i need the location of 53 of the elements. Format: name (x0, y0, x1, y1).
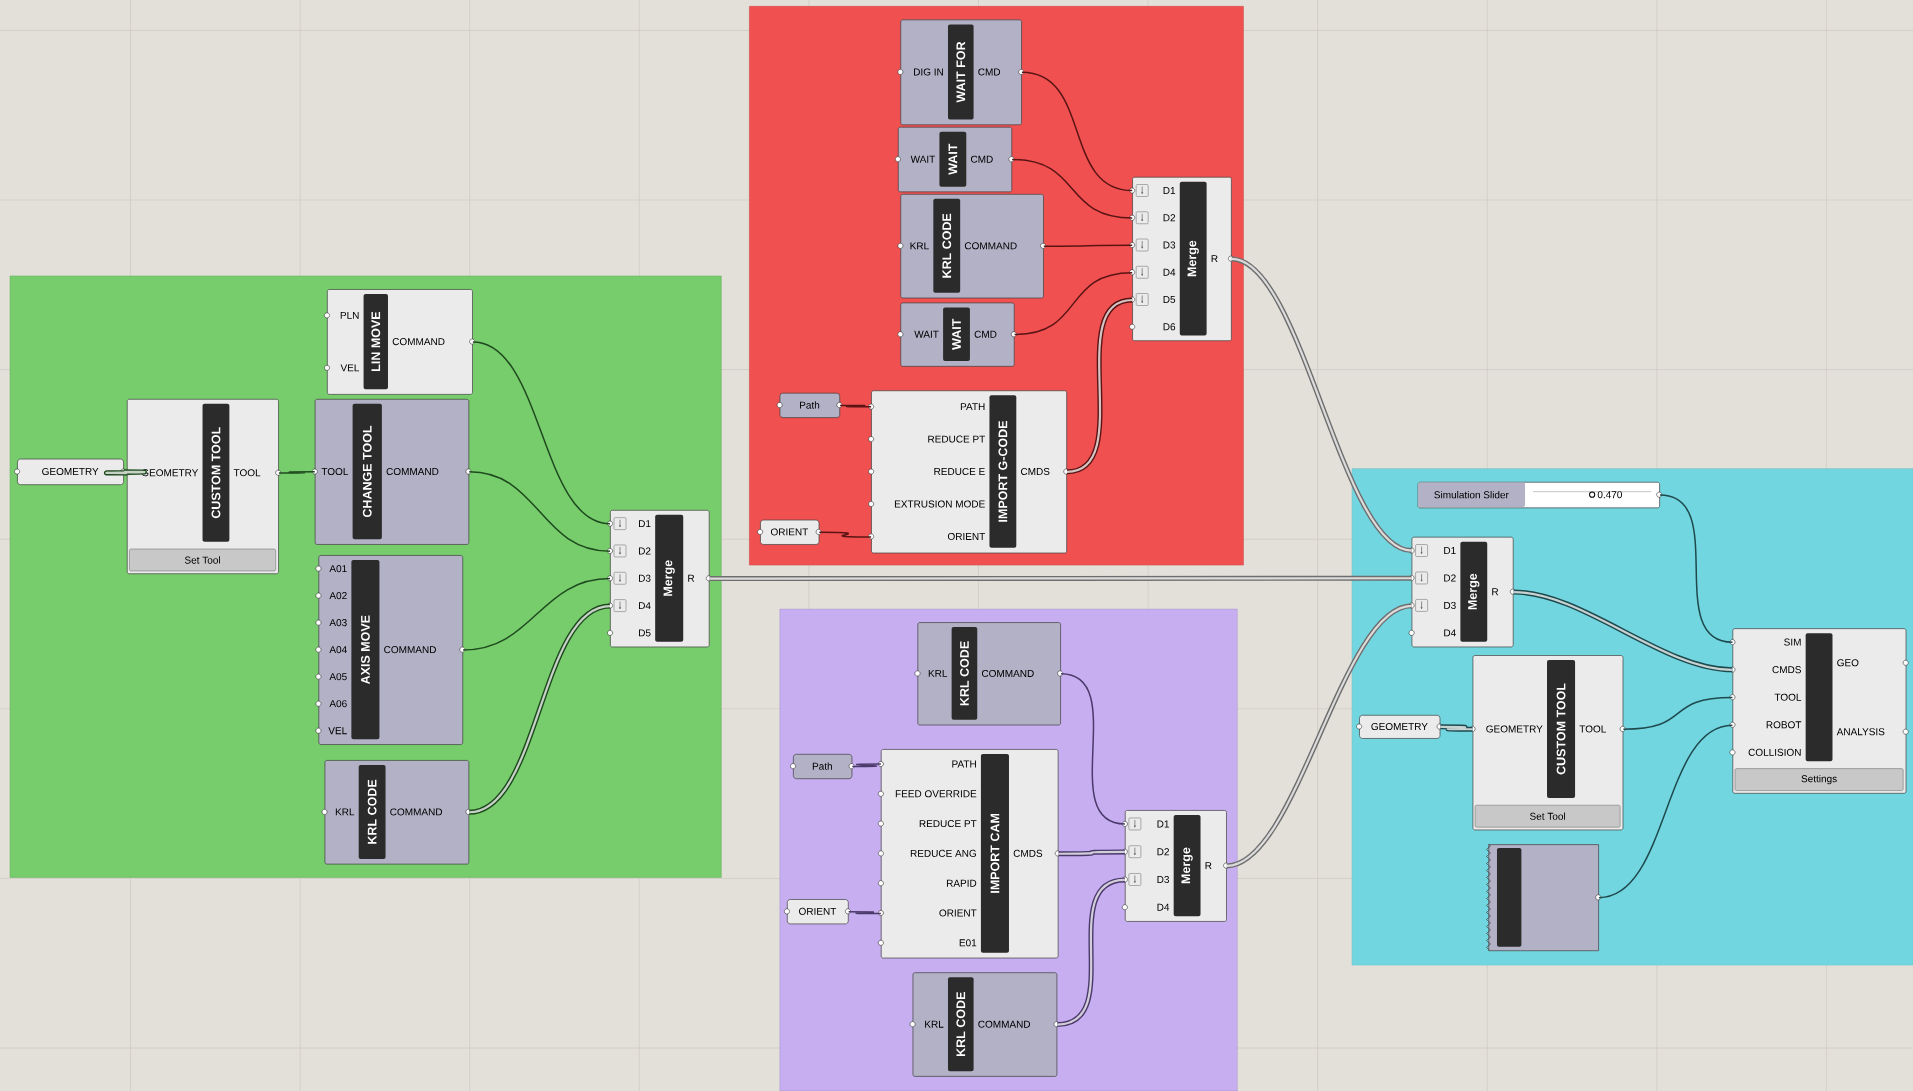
robot-component-box (1486, 843, 1602, 952)
wire (1598, 724, 1734, 899)
component-box: KRL CODE KRL COMMAND (909, 972, 1060, 1077)
wire (1058, 849, 1125, 857)
wire (1066, 297, 1133, 475)
component-box: AXIS MOVE A01 A02 A03 A04 A05 A06 VEL COMMAND (315, 555, 466, 745)
component-box: KRL CODE KRL COMMAND (321, 760, 472, 865)
component-box: IMPORT G-CODE PATH REDUCE PT REDUCE E EXTRUSION MODE ORIENT CMDS (868, 390, 1070, 554)
wire (1056, 877, 1126, 1027)
component-box: WAIT FOR DIG IN CMD (897, 19, 1025, 126)
wire (847, 910, 882, 915)
button: Set Tool (129, 548, 276, 572)
wire (1021, 71, 1133, 192)
wire (1230, 256, 1413, 553)
parameter-box: Path (790, 753, 855, 780)
wire (468, 603, 611, 815)
component-box: LIN MOVE PLN VEL COMMAND (324, 289, 476, 395)
wire (472, 341, 611, 525)
component-box: CHANGE TOOL TOOL COMMAND (311, 398, 472, 545)
parameter-box: ORIENT (784, 899, 851, 925)
wire (851, 763, 882, 768)
parameter-box: Path (776, 392, 843, 418)
component-box: WAIT WAIT CMD (895, 126, 1015, 193)
component-box: CUSTOM TOOL GEOMETRY TOOL Set Tool (1469, 655, 1626, 831)
wire (818, 531, 872, 538)
parameter-box: ORIENT (757, 519, 822, 545)
wire (462, 577, 611, 651)
wire (1226, 603, 1413, 869)
button: Set Tool (1474, 804, 1621, 828)
button: Settings (1734, 768, 1904, 791)
wire (278, 471, 316, 474)
wire (1440, 724, 1473, 732)
component-box: IMPORT CAM PATH FEED OVERRIDE REDUCE PT REDUCE ANG RAPID ORIENT E01 CMDS (877, 749, 1061, 959)
wire (839, 404, 872, 408)
wire (709, 575, 1412, 582)
component-box: KRL CODE KRL COMMAND (897, 193, 1047, 299)
wire (1060, 673, 1126, 825)
component-box: KRL CODE KRL COMMAND (914, 622, 1064, 726)
wire (1013, 271, 1133, 336)
slider: Simulation Slider 0.470 (1417, 481, 1663, 509)
merge-box: Merge D1 D2 D3 D4 R (1121, 810, 1230, 922)
merge-box: Merge D1 D2 D3 D4 D5 D6 R (1129, 176, 1234, 342)
component-box: SIM CMDS TOOL ROBOT COLLISION GEO ANALYSIS Settings (1729, 628, 1909, 794)
wire (1043, 244, 1133, 247)
wire (468, 471, 611, 552)
merge-box: Merge D1 D2 D3 D4 D5 R (607, 509, 712, 648)
merge-box: Merge D1 D2 D3 D4 R (1408, 536, 1516, 648)
component-box: WAIT WAIT CMD (897, 302, 1017, 367)
wire (1659, 494, 1734, 643)
wire (1513, 589, 1733, 673)
wire (1011, 158, 1133, 219)
wire (1622, 696, 1734, 730)
parameter-box: GEOMETRY (1356, 714, 1443, 739)
